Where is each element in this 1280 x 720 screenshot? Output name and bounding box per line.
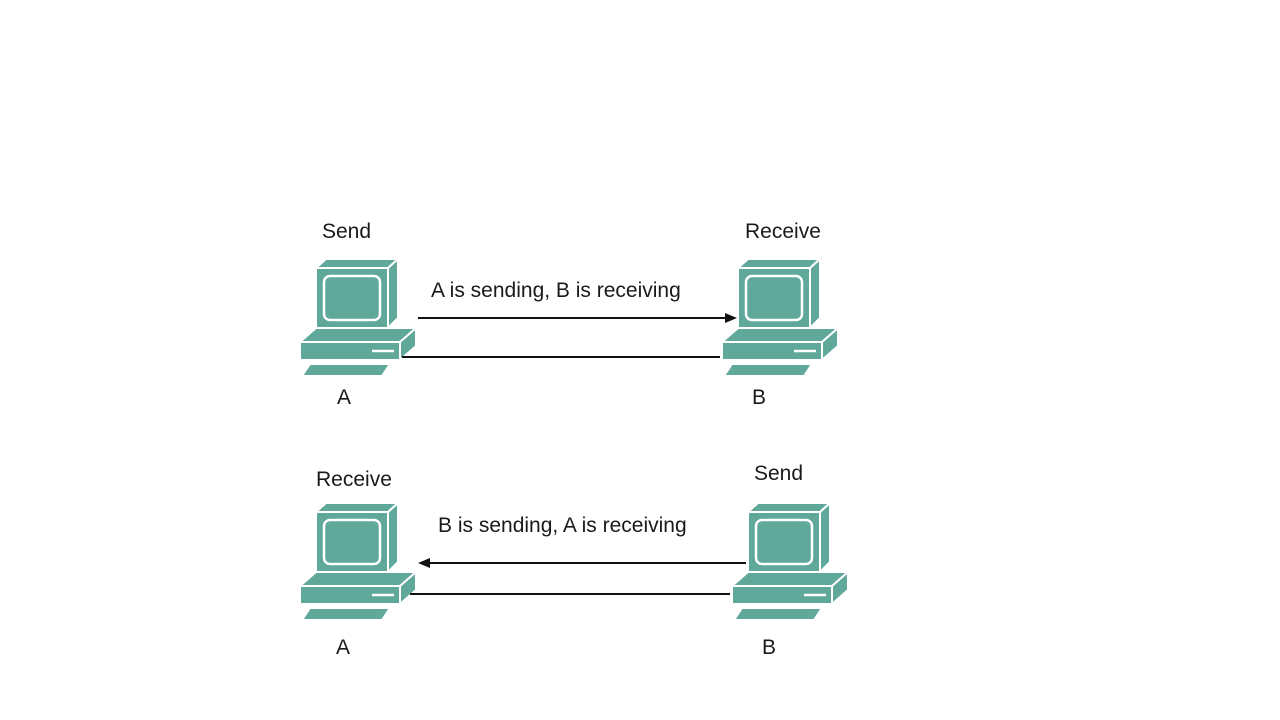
connection-line: [402, 356, 720, 358]
arrow-left-icon: [418, 558, 746, 568]
connection-line: [410, 593, 730, 595]
scenario1-left-role: Send: [322, 220, 372, 243]
scenario2-node-b: B: [762, 636, 777, 659]
computer-b-icon: [720, 258, 840, 380]
scenario2-right-role: Send: [754, 462, 804, 485]
computer-a-icon: [298, 502, 418, 624]
scenario2-message: B is sending, A is receiving: [438, 514, 687, 537]
scenario2-node-a: A: [336, 636, 351, 659]
scenario2-left-role: Receive: [316, 468, 392, 491]
scenario1-right-role: Receive: [745, 220, 821, 243]
arrow-right-icon: [418, 313, 737, 323]
scenario1-node-b: B: [752, 386, 767, 409]
scenario1-node-a: A: [337, 386, 352, 409]
scenario1-message: A is sending, B is receiving: [431, 279, 681, 302]
computer-a-icon: [298, 258, 418, 380]
computer-b-icon: [730, 502, 850, 624]
